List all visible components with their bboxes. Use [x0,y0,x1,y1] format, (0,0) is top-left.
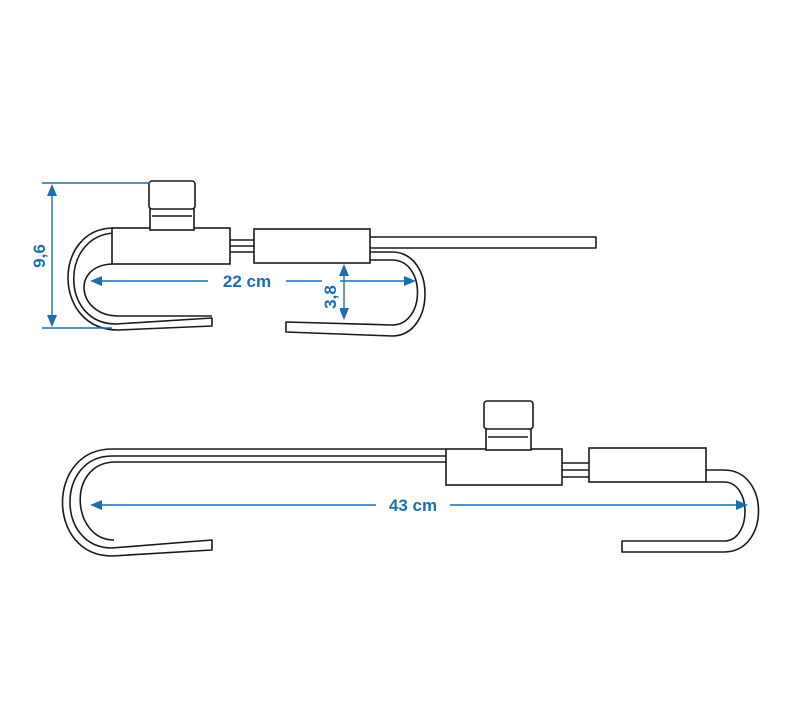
large-hook-left-curl-inner [79,461,446,541]
large-width-label: 43 cm [389,496,437,515]
large-hook [61,400,760,557]
dimension-small-gap: 3,8 [321,264,349,320]
dimension-small-width: 22 cm [90,272,416,291]
small-hook-right-curl [285,251,426,337]
small-hook-knob-base [149,207,195,231]
large-hook-left-curl [61,448,446,557]
small-hook-tube [230,239,256,253]
small-hook-left-curl-inner [83,263,212,317]
large-hook-right-curl [621,469,760,553]
dimension-large-width: 43 cm [90,496,748,515]
small-hook-rod [370,236,597,249]
small-gap-label: 3,8 [321,285,340,309]
dimension-small-height: 9,6 [30,182,150,329]
small-hook-sleeve [253,228,371,264]
large-hook-knob-base [485,427,532,451]
large-hook-clamp-left [445,448,563,486]
small-hook [67,180,597,337]
large-hook-tube [562,462,590,478]
small-hook-knob [148,180,196,210]
small-height-label: 9,6 [30,244,49,268]
small-width-label: 22 cm [223,272,271,291]
large-hook-sleeve [588,447,707,483]
small-hook-left-curl [67,227,213,331]
small-hook-clamp-left [111,227,231,265]
large-hook-knob [483,400,534,430]
